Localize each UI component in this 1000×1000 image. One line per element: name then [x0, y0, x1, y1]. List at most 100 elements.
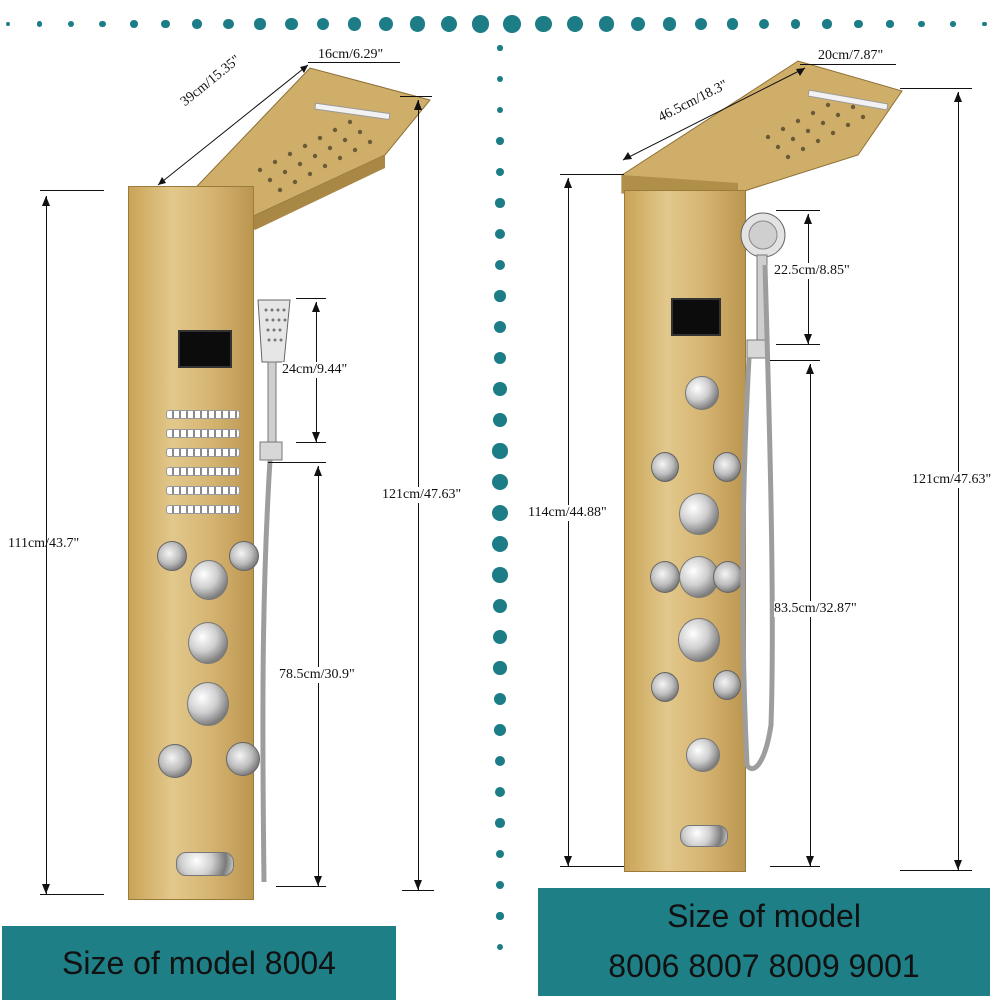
left-jet-2 — [229, 541, 259, 571]
right-shower-head — [621, 60, 903, 194]
right-jet-4 — [713, 561, 743, 593]
right-knob-bottom — [686, 738, 720, 772]
right-knob-3 — [678, 618, 720, 662]
right-handheld-shower — [740, 212, 786, 772]
separator-dot — [36, 21, 43, 27]
separator-dot — [495, 849, 505, 859]
separator-dot — [950, 21, 956, 27]
separator-dot — [854, 19, 863, 29]
separator-dot — [886, 20, 894, 28]
separator-dot — [494, 290, 506, 302]
left-tub-spout — [176, 852, 234, 876]
left-handheld-length-label: 24cm/9.44" — [282, 362, 348, 378]
left-shower-head — [158, 67, 431, 230]
separator-dot — [495, 229, 505, 239]
separator-dot — [758, 18, 770, 30]
separator-dot — [662, 17, 677, 31]
left-jet-4 — [226, 742, 260, 776]
right-head-depth-label: 20cm/7.87" — [818, 48, 884, 63]
right-tub-spout — [680, 825, 728, 847]
separator-dot — [822, 19, 832, 29]
separator-dot — [493, 661, 507, 675]
right-total-height-label: 121cm/47.63" — [912, 472, 992, 488]
separator-dot — [491, 504, 509, 522]
right-knob-1 — [679, 493, 719, 535]
separator-dot — [492, 629, 508, 645]
separator-dot — [496, 912, 504, 920]
right-jet-5 — [651, 672, 679, 702]
separator-dot — [68, 21, 74, 27]
separator-dot — [494, 724, 506, 736]
separator-dot — [493, 382, 507, 396]
separator-dot — [491, 535, 509, 553]
separator-dot — [440, 15, 458, 33]
separator-dot — [492, 567, 508, 583]
right-holder-height-label: 83.5cm/32.87" — [774, 601, 857, 617]
left-head-length-line — [157, 64, 309, 186]
separator-dot — [496, 106, 504, 114]
separator-dot — [497, 76, 503, 82]
separator-dot — [496, 881, 504, 889]
right-digital-display — [671, 298, 721, 336]
separator-dot — [285, 17, 298, 31]
separator-dot — [254, 18, 266, 30]
separator-dot — [598, 16, 615, 32]
separator-dot — [409, 16, 426, 32]
separator-dot — [496, 137, 504, 145]
separator-dot — [492, 443, 508, 459]
separator-dot — [494, 755, 506, 767]
separator-dot — [493, 692, 507, 706]
right-jet-1 — [651, 452, 679, 482]
left-digital-display — [178, 330, 232, 368]
separator-dot — [497, 45, 503, 51]
right-handheld-length-label: 22.5cm/8.85" — [774, 263, 850, 279]
separator-dot — [5, 21, 11, 27]
separator-dot — [347, 17, 362, 31]
separator-dot — [566, 15, 584, 33]
separator-dot — [130, 20, 138, 28]
separator-dot — [726, 18, 739, 30]
separator-dot — [492, 412, 508, 428]
separator-dot — [496, 943, 504, 951]
left-holder-height-label: 78.5cm/30.9" — [279, 667, 355, 683]
right-knob-top — [685, 376, 719, 410]
left-jet-3 — [158, 744, 192, 778]
left-knob-3 — [187, 682, 229, 726]
right-panel-height-label: 114cm/44.88" — [528, 505, 607, 521]
separator-dot — [192, 19, 202, 29]
left-total-height-label: 121cm/47.63" — [382, 487, 462, 503]
left-knob-2 — [188, 622, 228, 664]
left-handheld-shower — [257, 299, 291, 883]
left-shower-panel — [128, 186, 254, 900]
separator-dot — [494, 259, 506, 271]
separator-dot — [223, 18, 234, 30]
right-model-caption-line1: Size of model — [667, 898, 861, 934]
separator-dot — [982, 21, 987, 27]
right-jet-3 — [650, 561, 680, 593]
separator-dot — [495, 167, 505, 177]
separator-dot — [491, 473, 509, 491]
right-shower-panel — [624, 190, 746, 872]
separator-dot — [378, 16, 394, 32]
left-model-caption: Size of model 8004 — [62, 945, 336, 981]
right-model-caption-banner: Size of model 8006 8007 8009 9001 — [538, 888, 990, 996]
separator-dot — [492, 598, 508, 614]
right-knob-2 — [679, 556, 719, 598]
separator-dot — [694, 17, 708, 31]
separator-dot — [99, 20, 106, 28]
separator-dot — [161, 19, 170, 29]
separator-dot — [918, 20, 925, 28]
left-model-caption-banner: Size of model 8004 — [2, 926, 396, 1000]
left-jet-1 — [157, 541, 187, 571]
right-jet-2 — [713, 452, 741, 482]
separator-dot — [495, 198, 505, 208]
separator-dot — [471, 15, 490, 33]
left-panel-height-label: 111cm/43.7" — [8, 536, 80, 551]
left-head-depth-label: 16cm/6.29" — [318, 47, 384, 62]
right-jet-6 — [713, 670, 741, 700]
separator-dot — [630, 16, 646, 32]
separator-dot — [493, 351, 507, 365]
separator-dot — [316, 17, 330, 31]
right-model-caption-line2: 8006 8007 8009 9001 — [608, 948, 920, 984]
separator-dot — [494, 786, 506, 798]
